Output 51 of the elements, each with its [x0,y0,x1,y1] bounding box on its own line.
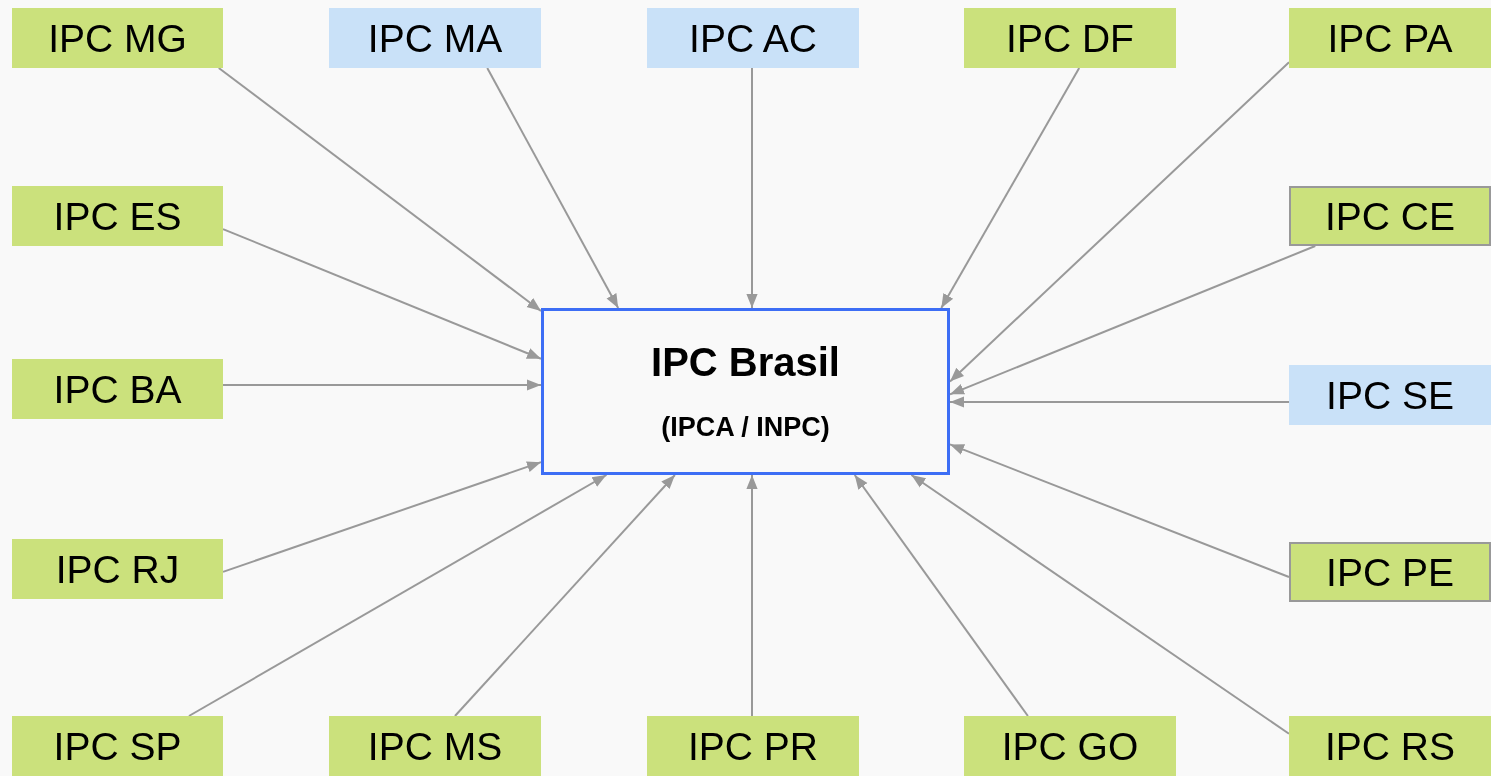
node-label: IPC MS [367,726,503,766]
source-box [12,186,223,246]
node-label: IPC RS [1325,726,1455,766]
source-box [964,8,1176,68]
arrow [949,245,1317,396]
arrow [910,474,1290,735]
source-box [329,8,541,68]
node-label: IPC PA [1327,18,1453,58]
source-box [1289,365,1491,425]
source-box [12,716,223,776]
arrow [940,67,1081,309]
arrow [853,474,1029,717]
source-box [12,539,223,599]
arrow [222,228,542,360]
source-box [647,8,859,68]
node-label: IPC MA [367,18,503,58]
source-box [1289,542,1491,602]
node-label: IPC Brasil [651,342,840,382]
node-label: IPC DF [1006,18,1134,58]
arrow [453,474,676,717]
arrow [486,67,620,309]
source-box [1289,186,1491,246]
arrow [949,396,1290,408]
node-label: IPC RJ [55,549,180,589]
source-box [1289,716,1491,776]
source-box [1289,8,1491,68]
node-label: IPC CE [1325,196,1455,236]
node-label: IPC PE [1326,552,1454,592]
arrow [746,474,758,717]
source-box [964,716,1176,776]
node-label: IPC SP [53,726,182,766]
source-box [647,716,859,776]
arrow [746,67,758,309]
hub-box [541,308,950,475]
node-label: IPC ES [53,196,182,236]
node-label: IPC GO [1001,726,1139,766]
node-label: IPC SE [1326,375,1454,415]
arrow [222,379,542,391]
arrow [222,461,542,573]
arrow [949,443,1290,578]
node-label: IPC PR [688,726,818,766]
source-box [329,716,541,776]
source-box [12,359,223,419]
arrow [949,61,1290,383]
node-label: IPC AC [689,18,817,58]
node-label: IPC BA [53,369,182,409]
node-label: IPC MG [48,18,187,58]
source-box [12,8,223,68]
arrow [217,67,542,312]
node-sublabel: (IPCA / INPC) [661,414,830,441]
arrow [187,474,608,717]
